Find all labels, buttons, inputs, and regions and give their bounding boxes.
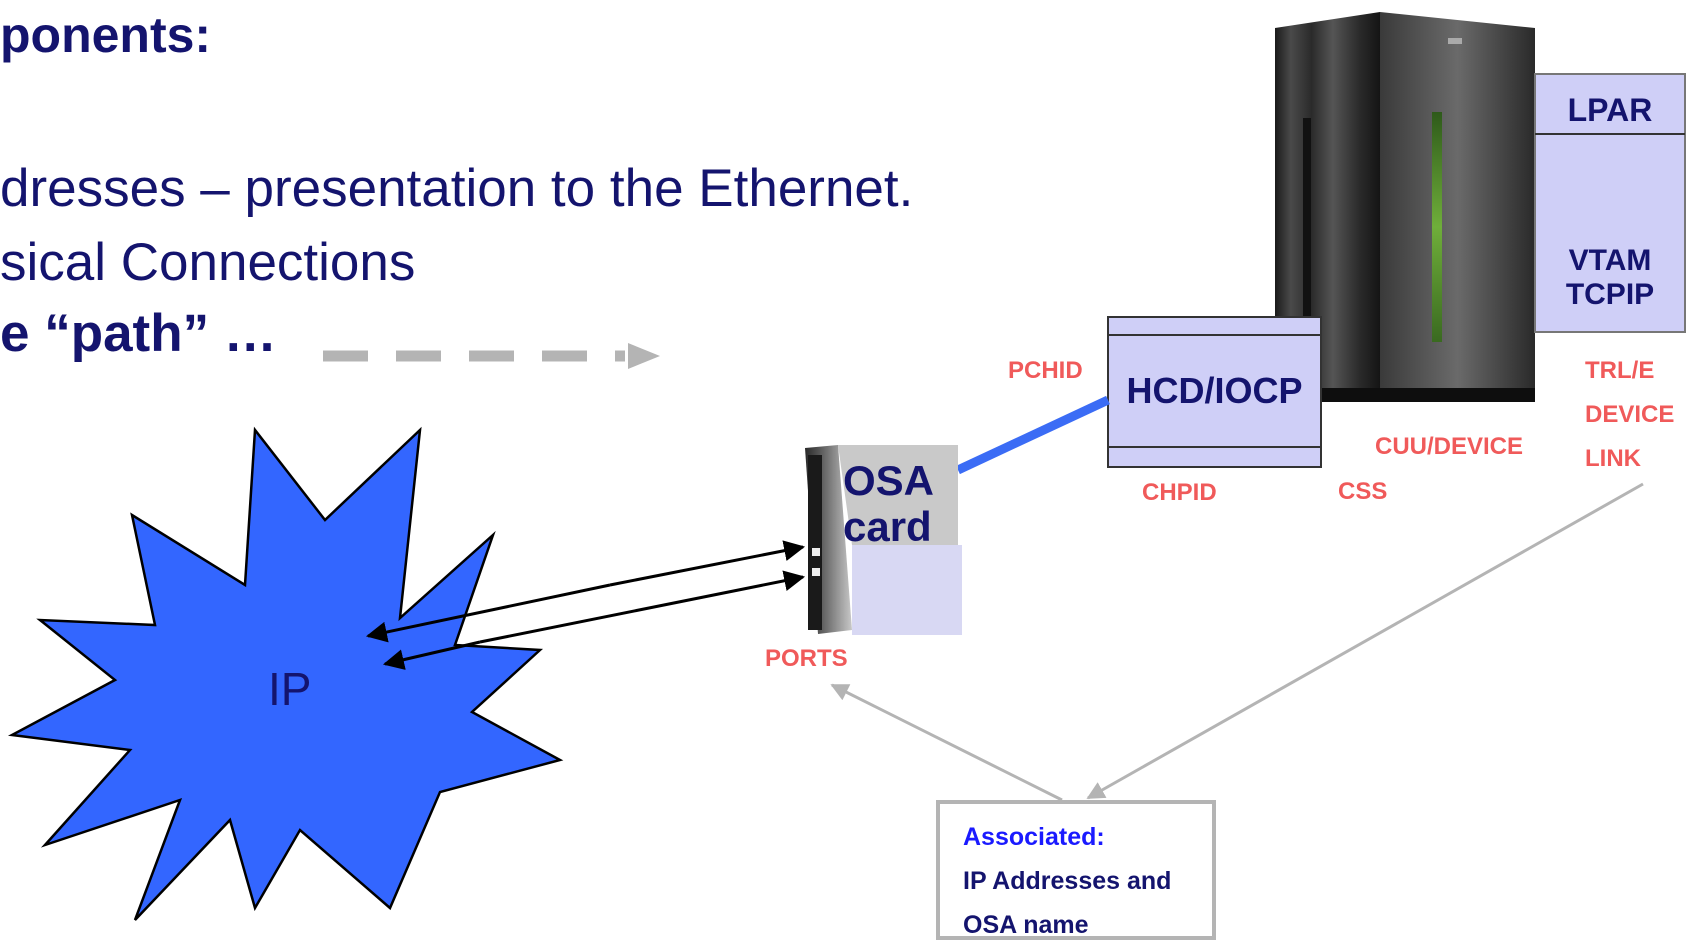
mainframe-image <box>1275 12 1535 402</box>
associated-line1: IP Addresses and <box>963 867 1172 895</box>
bullet-line-3-suffix: ” … <box>182 304 277 363</box>
ports-label: PORTS <box>765 645 848 672</box>
osa-card-label-line1: OSA <box>843 457 935 504</box>
path-word: path <box>70 304 183 363</box>
path-dashed-arrow <box>323 343 660 369</box>
slide-heading: ponents: <box>0 7 212 63</box>
lpar-title: LPAR <box>1567 92 1653 128</box>
ip-cloud-shape <box>7 426 564 921</box>
bullet-line-1: dresses – presentation to the Ethernet. <box>0 159 914 218</box>
channel-link-line <box>956 395 1110 475</box>
associated-box <box>936 800 1216 940</box>
associated-title: Associated: <box>963 823 1105 851</box>
osa-card-label: OSA card <box>843 458 934 550</box>
associated-box-text: Associated: IP Addresses and OSA name <box>963 815 1171 947</box>
link-label: LINK <box>1585 445 1641 472</box>
hcd-iocp-box <box>1107 316 1322 468</box>
bullet-line-3: e “path” … <box>0 303 277 364</box>
bullet-line-3-prefix: e “ <box>0 304 71 363</box>
association-arrows <box>830 482 1644 802</box>
ip-cloud-label: IP <box>268 663 312 715</box>
trl-label: TRL/E <box>1585 357 1655 384</box>
bullet-line-2: sical Connections <box>0 233 416 292</box>
chpid-label: CHPID <box>1142 479 1217 506</box>
associated-line2: OSA name <box>963 911 1089 939</box>
device-label: DEVICE <box>1585 401 1675 428</box>
vtam-label: VTAM <box>1568 244 1652 277</box>
hcd-iocp-label: HCD/IOCP <box>1126 370 1303 411</box>
osa-card-label-line2: card <box>843 503 932 550</box>
tcpip-label: TCPIP <box>1565 278 1655 311</box>
pchid-label: PCHID <box>1008 357 1083 384</box>
cuu-device-label: CUU/DEVICE <box>1375 433 1524 460</box>
css-label: CSS <box>1338 478 1388 505</box>
osa-card-image <box>805 445 962 635</box>
lpar-box <box>1534 73 1686 333</box>
port-arrows <box>365 540 806 670</box>
